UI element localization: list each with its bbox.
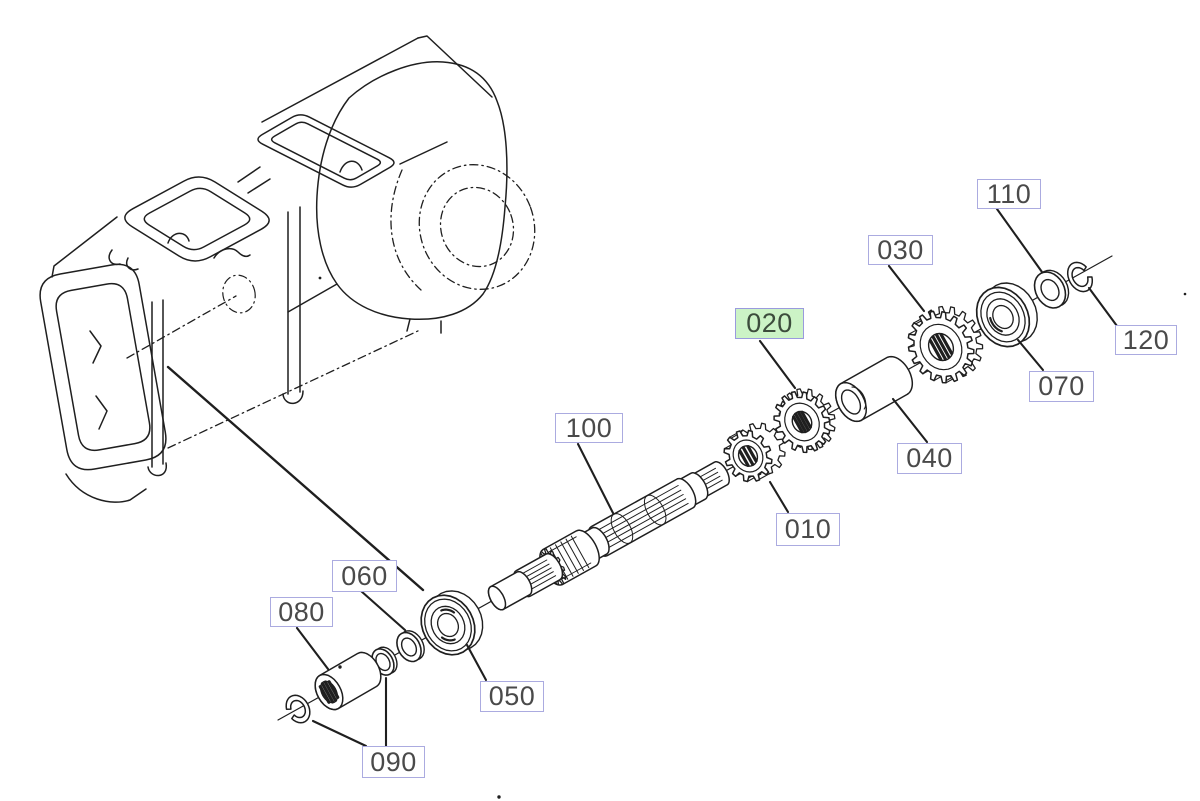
leader-line-050 [465, 643, 488, 682]
leader-line-070 [1016, 338, 1045, 372]
gear-010 [723, 422, 786, 483]
part-label-020[interactable]: 020 [735, 308, 804, 339]
leader-line-090a [311, 719, 368, 748]
part-label-070[interactable]: 070 [1029, 371, 1094, 402]
leader-line-110 [995, 207, 1044, 274]
part-label-120[interactable]: 120 [1115, 325, 1177, 355]
leader-lines [166, 207, 1119, 749]
leader-line-housing [166, 365, 425, 592]
part-label-010[interactable]: 010 [776, 513, 840, 546]
part-label-060[interactable]: 060 [332, 560, 397, 592]
gear-020 [773, 388, 836, 454]
leader-line-060 [359, 589, 407, 632]
snap-ring-120 [1066, 261, 1094, 293]
leader-line-120 [1087, 286, 1119, 328]
part-label-090[interactable]: 090 [362, 746, 425, 778]
leader-line-010 [768, 480, 790, 514]
collar-080 [314, 651, 382, 711]
leader-line-020 [758, 339, 797, 390]
bearing-050 [420, 590, 484, 656]
part-label-050[interactable]: 050 [480, 681, 544, 712]
leader-line-030 [887, 264, 926, 313]
snap-ring-090 [285, 694, 311, 724]
part-label-040[interactable]: 040 [897, 443, 962, 474]
part-label-080[interactable]: 080 [270, 597, 333, 627]
bearing-070 [975, 282, 1038, 348]
washer-060 [396, 630, 425, 663]
transmission-housing [39, 35, 536, 503]
gear-030 [907, 305, 984, 384]
leader-line-100 [576, 442, 615, 515]
part-label-030[interactable]: 030 [868, 235, 933, 265]
main-shaft-100 [487, 461, 730, 611]
part-label-110[interactable]: 110 [977, 179, 1041, 209]
leader-line-040 [891, 397, 929, 444]
leader-line-080 [295, 626, 330, 671]
print-marks [318, 276, 1187, 799]
spacer-040 [834, 355, 914, 423]
part-label-100[interactable]: 100 [555, 413, 623, 443]
washer-110 [1033, 269, 1070, 309]
